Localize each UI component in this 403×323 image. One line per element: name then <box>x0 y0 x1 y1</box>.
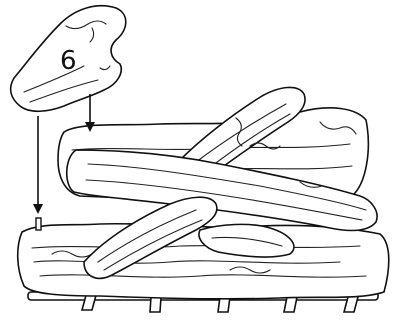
log-number-label: 6 <box>60 46 77 76</box>
log-6: 6 <box>11 6 126 112</box>
placement-arrow <box>33 116 43 214</box>
locating-pin <box>36 218 41 230</box>
arrow-head <box>33 204 43 214</box>
